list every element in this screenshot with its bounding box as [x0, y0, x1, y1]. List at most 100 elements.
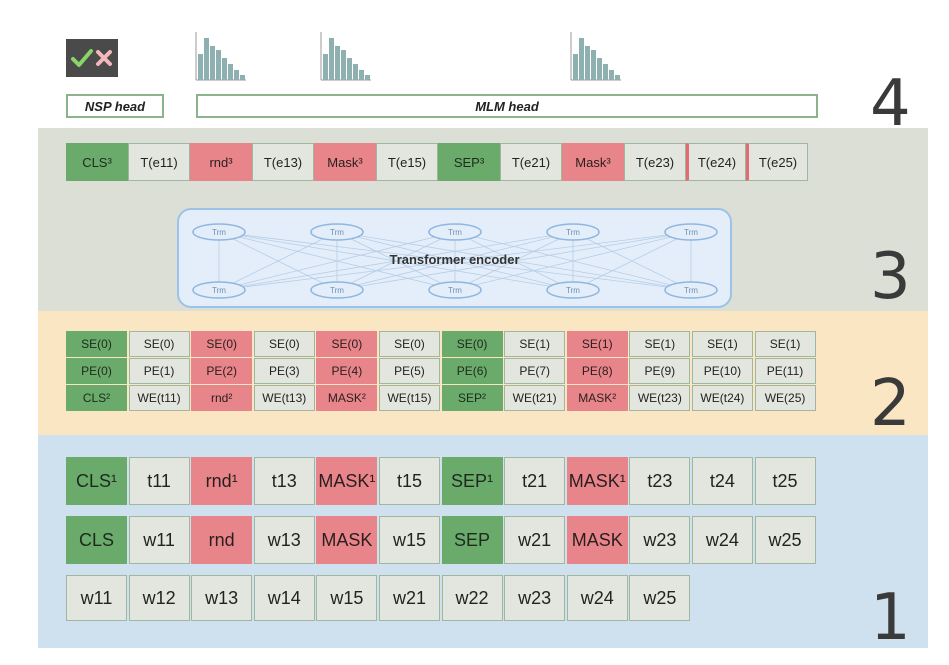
trm-node	[546, 281, 600, 299]
layer-number-1: 1	[870, 581, 911, 655]
trm-node-label: Trm	[212, 286, 226, 295]
token-cell: MASK²	[316, 385, 378, 411]
token-cell: SEP³	[438, 143, 500, 181]
token-cell: T(e21)	[500, 143, 562, 181]
encoder-connection	[218, 231, 338, 291]
segment-embedding-row: SE(0)SE(0)SE(0)SE(0)SE(0)SE(0)SE(0)SE(1)…	[66, 331, 816, 357]
token-cell: SE(1)	[566, 331, 628, 357]
token-cell: w21	[378, 575, 440, 621]
token-cell: WE(t11)	[128, 385, 190, 411]
histogram-icon	[320, 32, 371, 81]
token-cell: SE(1)	[691, 331, 753, 357]
token-cell: rnd³	[190, 143, 252, 181]
token-cell: w11	[66, 575, 127, 621]
token-cell: T(e13)	[252, 143, 314, 181]
token-cell: CLS¹	[66, 457, 127, 505]
token-cell: SE(1)	[504, 331, 566, 357]
token-cell: w24	[566, 575, 628, 621]
token-cell: t15	[378, 457, 440, 505]
token-cell: CLS²	[66, 385, 127, 411]
token-cell: MASK²	[566, 385, 628, 411]
position-embedding-row: PE(0)PE(1)PE(2)PE(3)PE(4)PE(5)PE(6)PE(7)…	[66, 358, 816, 384]
token-cell: PE(3)	[253, 358, 315, 384]
token-cell: w12	[128, 575, 190, 621]
trm-node-label: Trm	[684, 286, 698, 295]
token-cell: MASK¹	[316, 457, 378, 505]
token-cell: w23	[504, 575, 566, 621]
trm-node-label: Trm	[212, 228, 226, 237]
token-cell: PE(4)	[316, 358, 378, 384]
token-cell: w15	[378, 516, 440, 564]
token-cell: WE(t13)	[253, 385, 315, 411]
encoder-connection	[454, 231, 692, 291]
histogram-icon	[195, 32, 246, 81]
trm-node	[192, 281, 246, 299]
token-cell: PE(11)	[754, 358, 816, 384]
token-cell: Mask³	[314, 143, 376, 181]
token-cell: w14	[253, 575, 315, 621]
token-cell: w24	[691, 516, 753, 564]
token-cell: PE(10)	[691, 358, 753, 384]
trm-node	[546, 223, 600, 241]
token-cell: w25	[754, 516, 816, 564]
token-cell: T(e15)	[376, 143, 438, 181]
trm-node	[310, 223, 364, 241]
token-cell: WE(25)	[754, 385, 816, 411]
trm-node-label: Trm	[566, 286, 580, 295]
token-cell: CLS³	[66, 143, 128, 181]
token-cell: SE(0)	[191, 331, 253, 357]
encoder-label: Transformer encoder	[389, 252, 520, 267]
token-cell: SEP	[441, 516, 503, 564]
token-cell: T(e24)	[686, 143, 746, 181]
encoder-connection	[336, 231, 692, 291]
token-cell: MASK	[566, 516, 628, 564]
trm-node-label: Trm	[684, 228, 698, 237]
token-cell: SE(0)	[66, 331, 127, 357]
trm-node	[310, 281, 364, 299]
token-cell: t23	[629, 457, 691, 505]
token-cell: MASK¹	[566, 457, 628, 505]
trm-node	[664, 223, 718, 241]
trm-node	[664, 281, 718, 299]
token-cell: SE(0)	[441, 331, 503, 357]
token-cell: t21	[504, 457, 566, 505]
histogram-icon	[570, 32, 621, 81]
mlm-head: MLM head	[196, 94, 818, 118]
nsp-head: NSP head	[66, 94, 164, 118]
token-cell: SE(1)	[754, 331, 816, 357]
encoder-connection	[218, 231, 574, 291]
token-cell: PE(8)	[566, 358, 628, 384]
token-cell: w22	[441, 575, 503, 621]
token-cell: SE(0)	[316, 331, 378, 357]
encoder-connection	[218, 231, 692, 291]
token-cell: w15	[316, 575, 378, 621]
encoder-connection	[218, 231, 456, 291]
trm-node-label: Trm	[448, 286, 462, 295]
token-cell: WE(t21)	[504, 385, 566, 411]
token-cell: rnd	[191, 516, 253, 564]
token-cell: rnd¹	[191, 457, 253, 505]
token-cell: SE(0)	[378, 331, 440, 357]
token-cell: T(e23)	[624, 143, 686, 181]
token-cell: Mask³	[562, 143, 624, 181]
token-cell: w23	[629, 516, 691, 564]
token-cell: MASK	[316, 516, 378, 564]
token-cell: SEP¹	[441, 457, 503, 505]
encoder-connection	[572, 231, 692, 291]
token-cell: PE(6)	[441, 358, 503, 384]
token-cell: PE(7)	[504, 358, 566, 384]
token-cell: PE(2)	[191, 358, 253, 384]
trm-node	[428, 223, 482, 241]
token-cell: t25	[754, 457, 816, 505]
token-cell: WE(t24)	[691, 385, 753, 411]
token-cell: t24	[691, 457, 753, 505]
token-cell: WE(t15)	[378, 385, 440, 411]
trm-node-label: Trm	[448, 228, 462, 237]
layer-number-3: 3	[870, 240, 911, 314]
